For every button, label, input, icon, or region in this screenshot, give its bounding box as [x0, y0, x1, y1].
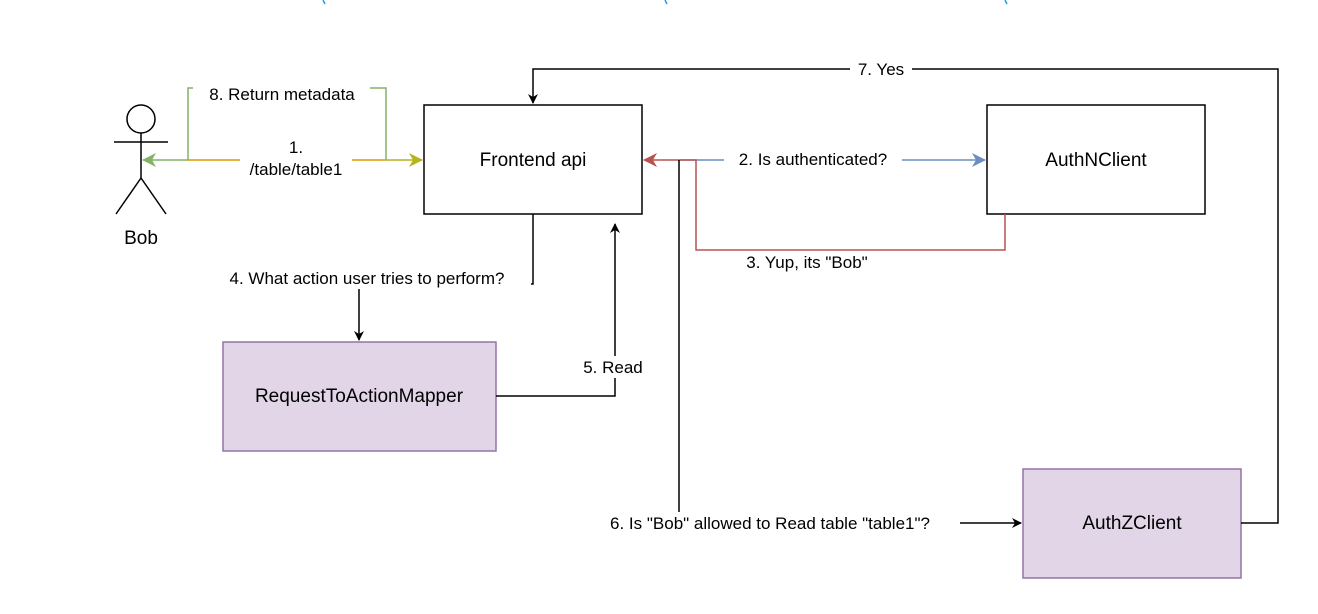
- edge-7-label: 7. Yes: [858, 60, 904, 79]
- frontend-api-label: Frontend api: [480, 150, 587, 171]
- authn-client-label: AuthNClient: [1045, 150, 1147, 171]
- edge-8-label: 8. Return metadata: [209, 85, 355, 104]
- edge-8-return-metadata: 8. Return metadata: [142, 83, 387, 167]
- authz-client-label: AuthZClient: [1082, 513, 1182, 534]
- edge-3-authenticated-response: 3. Yup, its "Bob": [643, 153, 1006, 273]
- bob-actor: Bob: [114, 104, 168, 249]
- edge-2-is-authenticated: 2. Is authenticated?: [680, 148, 986, 170]
- edge-6-label: 6. Is "Bob" allowed to Read table "table…: [610, 514, 930, 533]
- edge-1-label-line2: /table/table1: [250, 160, 343, 179]
- edge-4-what-action: 4. What action user tries to perform?: [203, 214, 534, 341]
- bob-label: Bob: [124, 228, 158, 249]
- edge-5-read: 5. Read: [496, 223, 651, 397]
- edge-6-authorization-check: 6. Is "Bob" allowed to Read table "table…: [580, 160, 1022, 534]
- request-to-action-mapper-label: RequestToActionMapper: [255, 386, 464, 407]
- edge-5-label: 5. Read: [583, 358, 643, 377]
- request-to-action-mapper-box: RequestToActionMapper: [222, 341, 497, 452]
- edge-3-label: 3. Yup, its "Bob": [746, 253, 867, 272]
- edge-7-yes: 7. Yes: [528, 58, 1279, 524]
- authz-client-box: AuthZClient: [1022, 468, 1242, 579]
- frontend-api-box: Frontend api: [423, 104, 643, 215]
- edge-2-label: 2. Is authenticated?: [739, 150, 887, 169]
- authn-client-box: AuthNClient: [986, 104, 1206, 215]
- stick-figure-icon: [114, 104, 168, 215]
- edge-1-request: 1. /table/table1: [188, 134, 423, 184]
- edge-4-label: 4. What action user tries to perform?: [230, 269, 505, 288]
- top-edge-marks: [322, 0, 1008, 5]
- edge-1-label-line1: 1.: [289, 138, 303, 157]
